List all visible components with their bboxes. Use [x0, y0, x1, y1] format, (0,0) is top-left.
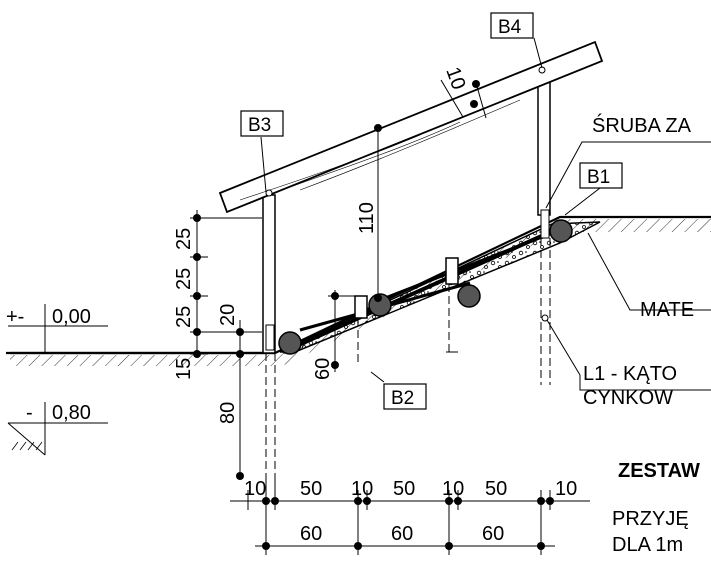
dim-h10-b: 10 — [351, 478, 373, 500]
level-zero-sign: +- — [6, 306, 24, 328]
log-3 — [458, 285, 480, 307]
tag-b3: B3 — [248, 115, 271, 136]
dim-chain-vertical — [190, 210, 262, 478]
log-4 — [550, 220, 572, 242]
level-minus-sign: - — [26, 402, 33, 424]
tag-b4: B4 — [498, 17, 522, 38]
tag-b1: B1 — [587, 167, 610, 188]
note-przyje: PRZYJĘ — [612, 508, 689, 530]
log-1 — [279, 332, 301, 354]
gravel-layer — [280, 222, 600, 352]
dim-v25-low: 25 — [173, 306, 195, 328]
note-l1-line2: CYNKOW — [583, 387, 673, 409]
dim-v15: 15 — [173, 358, 195, 380]
note-mate: MATE — [640, 299, 694, 321]
dim-h60-b: 60 — [391, 523, 413, 545]
right-post — [538, 75, 550, 215]
dim-h60-a: 60 — [300, 523, 322, 545]
dim-v25-top: 25 — [173, 228, 195, 250]
dim-v20: 20 — [217, 304, 239, 326]
dim-v80: 80 — [217, 402, 239, 424]
note-l1-line1: L1 - KĄTO — [583, 363, 677, 385]
dim-h10-c: 10 — [442, 478, 464, 500]
dim-h50-c: 50 — [485, 478, 507, 500]
dim-v60: 60 — [312, 358, 334, 380]
dim-h60-c: 60 — [482, 523, 504, 545]
dim-h10-a: 10 — [244, 478, 266, 500]
dim-post-height: 110 — [356, 202, 378, 234]
note-dla: DLA 1m — [612, 534, 683, 556]
note-zestaw: ZESTAW — [618, 460, 700, 482]
level-minus-value: 0,80 — [52, 402, 91, 424]
level-zero-value: 0,00 — [52, 306, 91, 328]
dim-h50-b: 50 — [393, 478, 415, 500]
note-sruba: ŚRUBA ZA — [592, 113, 692, 137]
tag-b2: B2 — [391, 388, 414, 409]
dim-h10-d: 10 — [555, 478, 577, 500]
dim-v25-mid: 25 — [173, 268, 195, 290]
dim-h50-a: 50 — [300, 478, 322, 500]
